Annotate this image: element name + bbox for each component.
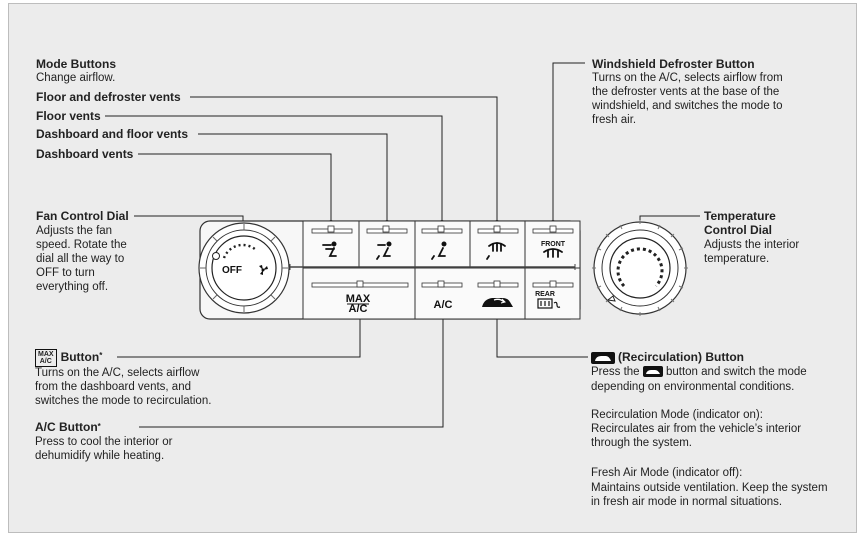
recirculation-icon <box>482 298 513 307</box>
floor-vents-icon <box>431 241 447 260</box>
max-ac-title: MAX A/C Button* <box>35 349 106 367</box>
floor-defroster-vents-icon <box>486 242 506 260</box>
leader-dash <box>138 153 332 222</box>
fresh-mode-title: Fresh Air Mode (indicator off): <box>591 467 743 479</box>
max-ac-title-text: Button <box>60 350 100 365</box>
control-panel: FRONT MAX A/C A/C REAR <box>199 220 581 320</box>
leader-floor <box>105 115 443 222</box>
temperature-title-1: Temperature <box>704 209 776 223</box>
floor-vents-label: Floor vents <box>36 109 104 123</box>
windshield-desc-4: fresh air. <box>592 114 637 126</box>
leader-windshield <box>552 62 585 222</box>
floor-defroster-label: Floor and defroster vents <box>36 90 184 104</box>
windshield-desc-2: the defroster vents at the base of the <box>592 86 780 98</box>
recirculation-title-icon <box>591 351 615 364</box>
ac-star: * <box>97 422 101 431</box>
recirculation-desc-1a: Press the <box>591 366 640 378</box>
temperature-desc-1: Adjusts the interior <box>704 239 800 251</box>
max-ac-icon-bottom: A/C <box>39 358 52 365</box>
dash-vents-label: Dashboard vents <box>36 147 137 161</box>
max-ac-star: * <box>99 351 103 360</box>
leader-recirc <box>496 316 588 358</box>
dashboard-vents-icon <box>322 241 337 257</box>
front-label: FRONT <box>541 241 566 248</box>
dash-floor-label: Dashboard and floor vents <box>36 127 192 141</box>
recirculation-desc-1b: button and switch the mode <box>665 366 807 378</box>
max-ac-desc-1: Turns on the A/C, selects airflow <box>35 367 200 379</box>
rear-label: REAR <box>535 291 555 298</box>
temperature-title-2: Control Dial <box>704 223 772 237</box>
leader-max <box>117 316 361 358</box>
mode-buttons-title: Mode Buttons <box>36 57 116 71</box>
fan-dial-desc-2: speed. Rotate the <box>36 239 127 251</box>
recirculation-desc-1: Press the button and switch the mode <box>591 365 807 379</box>
fan-dial-desc-4: OFF to turn <box>36 267 95 279</box>
ac-desc-2: dehumidify while heating. <box>35 450 165 462</box>
temperature-control-dial[interactable] <box>592 220 688 316</box>
fan-dial-title: Fan Control Dial <box>36 209 132 223</box>
off-label: OFF <box>222 265 242 276</box>
windshield-title: Windshield Defroster Button <box>592 57 755 71</box>
recirculation-desc-2: depending on environmental conditions. <box>591 381 795 393</box>
fan-icon <box>259 265 268 275</box>
leader-ac <box>139 316 444 428</box>
windshield-desc-3: windshield, and switches the mode to <box>592 100 783 112</box>
temperature-desc-2: temperature. <box>704 253 770 265</box>
rear-defroster-icon <box>537 298 561 309</box>
ac-desc-1: Press to cool the interior or <box>35 436 173 448</box>
fan-dial-desc-3: dial all the way to <box>36 253 125 265</box>
dashboard-floor-vents-icon <box>376 241 392 260</box>
recirc-mode-title: Recirculation Mode (indicator on): <box>591 409 763 421</box>
ac-label: A/C <box>434 299 453 311</box>
max-ac-desc-3: switches the mode to recirculation. <box>35 395 212 407</box>
leader-dash-floor <box>198 133 388 222</box>
fresh-mode-desc-2: in fresh air mode in normal situations. <box>591 496 783 508</box>
max-ac-icon-top: MAX <box>38 351 54 358</box>
recirc-mode-desc-2: through the system. <box>591 437 692 449</box>
ac-title: A/C Button* <box>35 420 104 434</box>
recirculation-inline-icon <box>642 366 663 378</box>
mode-buttons-desc: Change airflow. <box>36 72 116 84</box>
max-label: MAX <box>346 293 371 305</box>
ac-title-text: A/C Button <box>35 420 98 434</box>
fan-dial-desc-5: everything off. <box>36 281 109 293</box>
max-ac-label: A/C <box>349 303 368 315</box>
recirc-mode-desc-1: Recirculates air from the vehicle’s inte… <box>591 423 802 435</box>
recirculation-title: (Recirculation) Button <box>591 350 744 364</box>
fresh-mode-desc-1: Maintains outside ventilation. Keep the … <box>591 482 828 494</box>
fan-dial-desc-1: Adjusts the fan <box>36 225 113 237</box>
leader-floor-defroster <box>190 96 498 222</box>
windshield-desc-1: Turns on the A/C, selects airflow from <box>592 72 783 84</box>
max-ac-icon: MAX A/C <box>35 349 57 367</box>
recirculation-title-text: (Recirculation) Button <box>618 350 744 364</box>
windshield-defroster-icon <box>543 248 563 258</box>
fan-control-dial[interactable]: OFF <box>198 222 290 314</box>
max-ac-desc-2: from the dashboard vents, and <box>35 381 191 393</box>
